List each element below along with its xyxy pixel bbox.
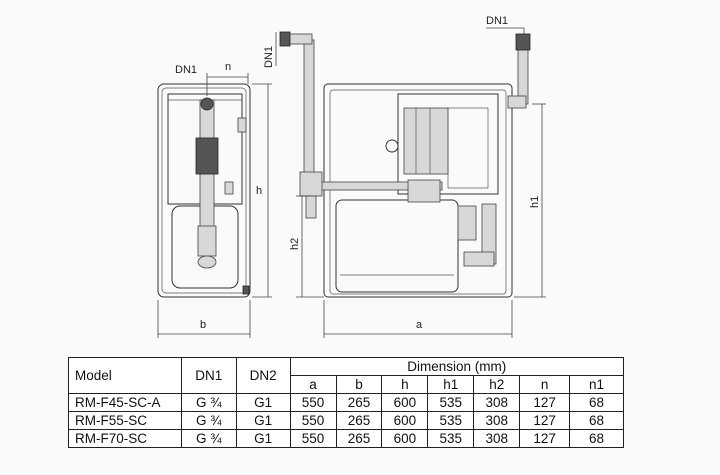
label-h2: h2 xyxy=(289,238,301,250)
cell-b: 265 xyxy=(335,411,383,430)
cell-h: 600 xyxy=(381,393,429,412)
table-row: RM-F45-SC-A G ¾ G1 550 265 600 535 308 1… xyxy=(68,393,624,412)
cell-model: RM-F70-SC xyxy=(68,429,182,448)
cell-h: 600 xyxy=(381,429,429,448)
cell-dn1: G ¾ xyxy=(180,411,237,430)
cell-b: 265 xyxy=(335,393,383,412)
label-a: a xyxy=(416,319,423,331)
cell-n: 127 xyxy=(519,393,571,412)
header-model: Model xyxy=(68,357,182,394)
cell-dn2: G1 xyxy=(235,411,291,430)
subheader-h: h xyxy=(381,375,429,394)
side-dn1-fitting xyxy=(200,97,214,111)
cell-model: RM-F55-SC xyxy=(68,411,182,430)
cell-dn2: G1 xyxy=(235,429,291,448)
table-row: RM-F55-SC G ¾ G1 550 265 600 535 308 127… xyxy=(68,411,624,430)
cell-model: RM-F45-SC-A xyxy=(68,393,182,412)
cell-h1: 535 xyxy=(427,411,475,430)
side-cabinet-outline xyxy=(157,83,251,298)
side-view: DN1 n h b xyxy=(157,61,272,338)
table-row: RM-F70-SC G ¾ G1 550 265 600 535 308 127… xyxy=(68,429,624,448)
dimension-table: Model DN1 DN2 Dimension (mm) a b h h1 h2… xyxy=(68,357,625,448)
label-h1: h1 xyxy=(529,196,541,208)
label-n: n xyxy=(225,61,231,73)
cell-h2: 308 xyxy=(473,411,521,430)
cell-b: 265 xyxy=(335,429,383,448)
cell-h1: 535 xyxy=(427,429,475,448)
side-lower-fitting xyxy=(197,225,217,257)
label-dn1-right: DN1 xyxy=(486,15,508,27)
subheader-a: a xyxy=(289,375,337,394)
header-dn1: DN1 xyxy=(180,357,237,394)
front-view: DN1 DN1 h1 h2 a xyxy=(263,15,546,338)
label-h: h xyxy=(256,185,262,197)
label-b: b xyxy=(200,319,206,331)
side-valve-block xyxy=(195,137,219,175)
cell-h: 600 xyxy=(381,411,429,430)
header-dimension: Dimension (mm) xyxy=(289,357,625,376)
front-lower-tank xyxy=(335,199,459,293)
cell-a: 550 xyxy=(289,393,337,412)
cell-n1: 68 xyxy=(569,393,624,412)
cell-a: 550 xyxy=(289,429,337,448)
subheader-b: b xyxy=(335,375,383,394)
front-right-riser xyxy=(517,47,529,105)
front-gauge xyxy=(385,139,399,153)
header-dn2: DN2 xyxy=(235,357,291,394)
cell-dn1: G ¾ xyxy=(180,393,237,412)
front-cabinet-outline xyxy=(323,83,513,298)
cell-n: 127 xyxy=(519,429,571,448)
subheader-n1: n1 xyxy=(569,375,624,394)
subheader-h2: h2 xyxy=(473,375,521,394)
cell-n: 127 xyxy=(519,411,571,430)
subheader-h1: h1 xyxy=(427,375,475,394)
cell-dn2: G1 xyxy=(235,393,291,412)
cell-h2: 308 xyxy=(473,393,521,412)
cell-h1: 535 xyxy=(427,393,475,412)
technical-drawing: DN1 n h b xyxy=(157,15,546,338)
table-subheader-row: a b h h1 h2 n n1 xyxy=(69,375,624,394)
subheader-n: n xyxy=(519,375,571,394)
cell-n1: 68 xyxy=(569,411,624,430)
cell-a: 550 xyxy=(289,411,337,430)
cell-dn1: G ¾ xyxy=(180,429,237,448)
label-dn1-vertical: DN1 xyxy=(263,46,275,68)
table-header-row: Model DN1 DN2 Dimension (mm) xyxy=(68,357,625,394)
cell-h2: 308 xyxy=(473,429,521,448)
side-cabinet-inner xyxy=(161,87,247,294)
cell-n1: 68 xyxy=(569,429,624,448)
label-dn1-side: DN1 xyxy=(175,64,197,76)
